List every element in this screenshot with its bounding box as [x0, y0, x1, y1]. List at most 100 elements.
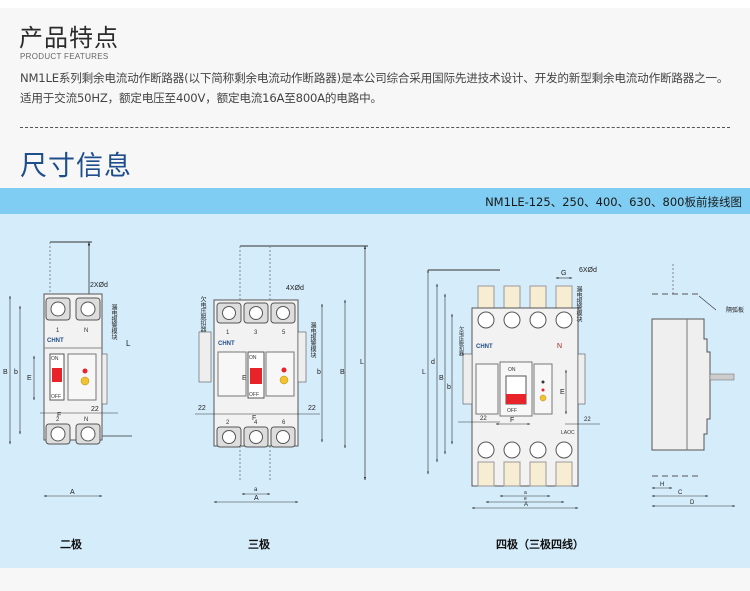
side-view-barrier-label: 隔弧板 [726, 306, 744, 314]
four-pole-off: OFF [507, 408, 517, 414]
three-pole-screw [222, 306, 236, 320]
two-pole-dim-E: E [27, 375, 32, 382]
two-pole-dim-22: 22 [91, 406, 99, 413]
three-pole-top-terminals [216, 302, 296, 324]
four-pole-busbar [529, 461, 547, 487]
three-pole-term-1: 1 [226, 330, 230, 336]
four-pole-screw [555, 311, 573, 329]
four-pole-handle-red [506, 394, 526, 404]
three-pole-bottom-terminals [216, 426, 296, 448]
side-view-body [651, 318, 711, 451]
four-pole-dim-22-right: 22 [584, 417, 591, 423]
two-pole-dim-A: A [70, 489, 75, 496]
model-band: NM1LE-125、250、400、630、800板前接线图 [0, 188, 750, 214]
three-pole-left-module [198, 331, 212, 383]
four-pole-hole-label: 6XØd [579, 267, 597, 274]
four-pole-caption: 四极（三极四线） [496, 538, 584, 551]
three-pole-term-3: 3 [254, 330, 258, 336]
three-pole-dim-B: B [340, 369, 345, 376]
three-pole-screw [249, 306, 263, 320]
two-pole-on: ON [51, 356, 59, 362]
three-pole-left-panel [217, 351, 247, 397]
two-pole-screw [80, 426, 96, 442]
four-pole-bottom-label: LAOC [561, 430, 575, 436]
three-pole-dim-a: a [254, 487, 258, 493]
four-pole-busbar [555, 461, 573, 487]
four-pole-top-terminals [477, 311, 573, 329]
three-pole-dim-F: F [252, 415, 256, 422]
four-pole-screw [529, 311, 547, 329]
dimensions-title: 尺寸信息 [20, 151, 132, 182]
four-pole-busbar [529, 285, 547, 311]
three-pole-dim-b: b [317, 369, 321, 376]
model-band-label: NM1LE-125、250、400、630、800板前接线图 [485, 195, 742, 209]
three-pole-side-module-label: 漏电报警模块 [309, 321, 316, 359]
features-line-2: 适用于交流50HZ，额定电压至400V，额定电流16A至800A的电路中。 [20, 91, 382, 105]
three-pole-brand-logo: CHNT [218, 341, 235, 347]
four-pole-bottom-terminals [477, 441, 573, 459]
two-pole-side-module [101, 353, 108, 405]
two-pole-off: OFF [51, 394, 61, 400]
two-pole-dim-b: b [14, 369, 18, 376]
two-pole-term-bot-2: 2 [56, 417, 60, 423]
three-pole-screw [222, 430, 236, 444]
three-pole-test-panel [265, 351, 295, 397]
three-pole-caption: 三极 [248, 538, 270, 551]
side-view-dim-D: D [690, 500, 695, 506]
three-pole-hole-label: 4XØd [286, 285, 304, 292]
four-pole-n-label: N [557, 343, 562, 350]
three-pole-term-4: 4 [254, 420, 258, 426]
side-view-drawing: 隔弧板 H C D [651, 264, 744, 507]
side-view-dim-C: C [678, 490, 683, 496]
four-pole-dim-E: E [560, 389, 565, 396]
four-pole-screw [503, 441, 521, 459]
two-pole-screw [80, 301, 96, 317]
three-pole-dim-L: L [360, 359, 364, 366]
four-pole-busbar [477, 461, 495, 487]
three-pole-screw [276, 430, 290, 444]
three-pole-term-5: 5 [282, 330, 286, 336]
three-pole-handle-red [250, 368, 262, 384]
features-subtitle: PRODUCT FEATURES [20, 52, 109, 61]
two-pole-yellow-button [80, 376, 90, 386]
features-line-1: NM1LE系列剩余电流动作断路器(以下简称剩余电流动作断路器)是本公司综合采用国… [20, 71, 729, 85]
two-pole-term-bot-n: N [84, 417, 88, 423]
diagram-panel [0, 214, 750, 568]
three-pole-dim-22-left: 22 [198, 405, 206, 412]
four-pole-dim-G: G [561, 270, 566, 277]
four-pole-dim-d: d [431, 359, 435, 366]
two-pole-term-top-n: N [84, 328, 88, 334]
four-pole-left-panel [475, 363, 499, 415]
four-pole-dim-L: L [422, 369, 426, 376]
three-pole-off: OFF [249, 392, 259, 398]
side-view-handle [709, 373, 735, 381]
three-pole-yellow-button [279, 375, 289, 385]
four-pole-dim-a: a [524, 490, 527, 496]
three-pole-dim-A: A [254, 495, 259, 502]
two-pole-dim-F: F [57, 412, 61, 419]
three-pole-screw [276, 306, 290, 320]
four-pole-dim-A: A [524, 502, 528, 508]
two-pole-test-panel [67, 353, 97, 401]
two-pole-screw [50, 301, 66, 317]
dashed-divider [20, 127, 730, 128]
four-pole-side-module-label: 漏电报警模块 [575, 285, 582, 323]
four-pole-screw [555, 441, 573, 459]
four-pole-screw [529, 441, 547, 459]
three-pole-term-6: 6 [282, 420, 286, 426]
two-pole-dim-L: L [126, 339, 131, 348]
two-pole-screw [50, 426, 66, 442]
features-title: 产品特点 [19, 24, 119, 52]
bottom-strip [0, 568, 750, 591]
four-pole-on: ON [508, 367, 516, 373]
four-pole-screw [477, 311, 495, 329]
four-pole-top-busbars [477, 285, 573, 311]
four-pole-brand-logo: CHNT [476, 344, 493, 350]
three-pole-drawing: L 1 3 5 CHNT ON OFF 22 22 F E [195, 245, 368, 503]
four-pole-screw [503, 311, 521, 329]
four-pole-red-indicator [541, 388, 545, 392]
four-pole-dim-B: B [439, 375, 444, 382]
four-pole-left-module [462, 353, 473, 405]
two-pole-drawing: L 1 N CHNT ON OFF F 22 2 N B b [3, 241, 132, 497]
three-pole-right-module [297, 331, 307, 383]
